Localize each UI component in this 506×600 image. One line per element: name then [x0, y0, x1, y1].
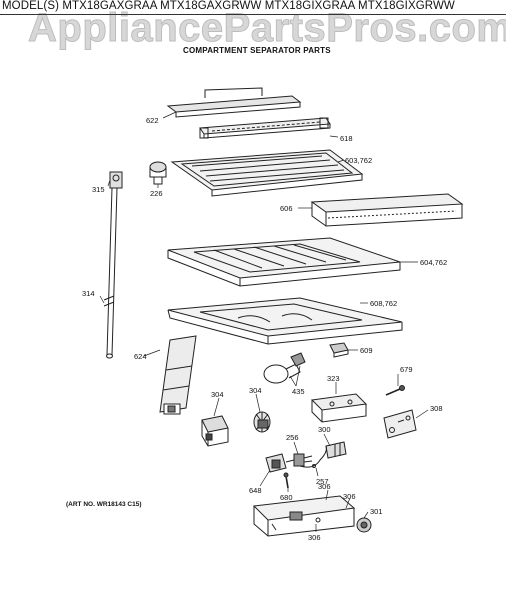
part-label-306-top: 306 — [318, 482, 331, 491]
part-label-435: 435 — [292, 387, 305, 396]
part-label-606: 606 — [280, 204, 293, 213]
part-label-680: 680 — [280, 493, 293, 502]
screw-680-shape — [283, 472, 289, 489]
part-label-304-left: 304 — [211, 390, 224, 399]
header-divider — [0, 14, 506, 15]
model-list: MODEL(S) MTX18GAXGRAA MTX18GAXGRWW MTX18… — [2, 0, 455, 12]
switch-648-shape — [265, 453, 295, 473]
part-label-648: 648 — [249, 486, 262, 495]
thermostat-323-shape — [310, 393, 368, 423]
shaft-bushing-226-shape — [149, 161, 167, 185]
part-label-226: 226 — [150, 189, 163, 198]
diagram-title: COMPARTMENT SEPARATOR PARTS — [183, 46, 331, 55]
part-label-323: 323 — [327, 374, 340, 383]
knob-301-shape — [356, 517, 372, 533]
part-label-679: 679 — [400, 365, 413, 374]
screw-679-shape — [385, 385, 405, 396]
part-label-618: 618 — [340, 134, 353, 143]
separator-pan-604-shape — [167, 237, 401, 287]
knob-304-shape — [201, 415, 229, 447]
light-socket-609-shape — [329, 342, 349, 358]
part-label-301: 301 — [370, 507, 383, 516]
part-label-304-right: 304 — [249, 386, 262, 395]
part-labels: 622 618 603,762 226 315 606 604,762 314 … — [82, 116, 447, 542]
control-rod-315-shape — [103, 171, 123, 359]
part-label-306-bottom: 306 — [308, 533, 321, 542]
light-bulb-435-shape — [263, 352, 306, 384]
hinge-bracket-618-shape — [199, 117, 331, 139]
wire-257-shape — [299, 445, 327, 468]
part-label-256: 256 — [286, 433, 299, 442]
part-label-603: 603,762 — [345, 156, 372, 165]
part-label-622: 622 — [146, 116, 159, 125]
art-number: (ART NO. WR18143 C15) — [66, 501, 142, 508]
connector-300-shape — [325, 441, 347, 459]
bracket-308-shape — [383, 409, 417, 439]
damper-control-304-shape — [253, 411, 271, 433]
air-duct-606-shape — [310, 193, 464, 227]
front-trim-622-shape — [166, 87, 302, 118]
part-label-257: 257 — [316, 477, 329, 486]
part-label-300: 300 — [318, 425, 331, 434]
part-label-608: 608,762 — [370, 299, 397, 308]
separator-cover-603-shape — [170, 149, 364, 197]
part-label-609: 609 — [360, 346, 373, 355]
switch-256-shape — [293, 453, 313, 467]
separator-bottom-608-shape — [167, 297, 403, 345]
part-label-308: 308 — [430, 404, 443, 413]
part-label-314: 314 — [82, 289, 95, 298]
watermark-logo: AppliancePartsPros.com — [28, 6, 506, 51]
control-housing-306-shape — [252, 495, 356, 537]
part-label-624: 624 — [134, 352, 147, 361]
part-label-315: 315 — [92, 185, 105, 194]
duct-channel-624-shape — [159, 335, 197, 415]
part-label-306-mid: 306 — [343, 492, 356, 501]
part-label-604: 604,762 — [420, 258, 447, 267]
